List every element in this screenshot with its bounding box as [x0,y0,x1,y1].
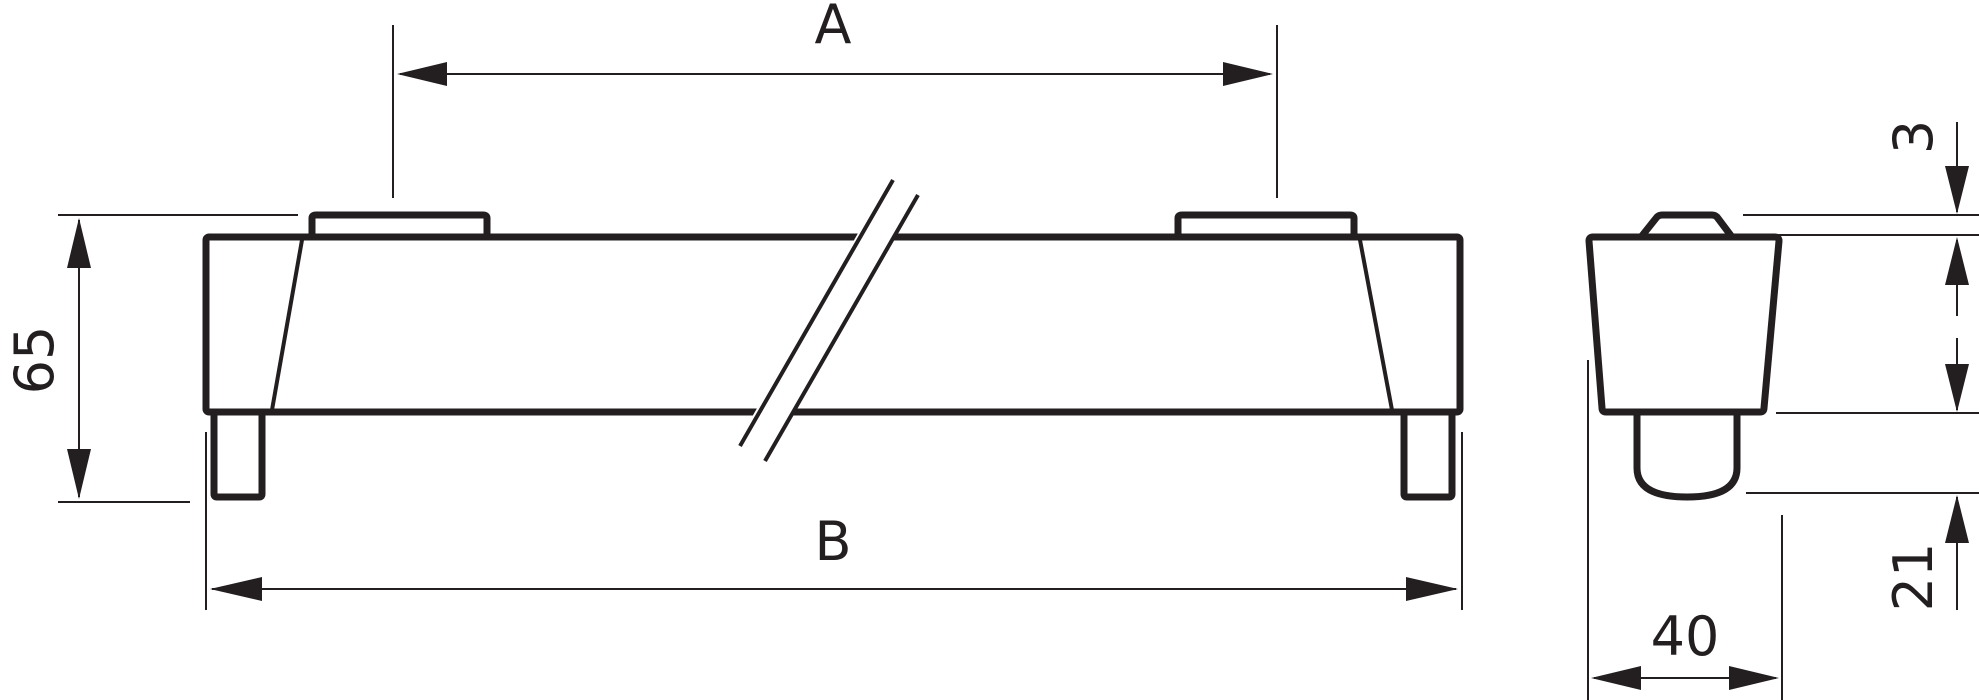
dimension-clip-height: 3 [1882,120,1969,316]
right-mounting-clip [1174,211,1358,241]
dimension-width: 40 [1587,360,1783,700]
dimension-width-label: 40 [1651,605,1720,668]
dimension-height-label: 65 [3,326,66,395]
side-body-profile [1585,233,1783,416]
right-end-pin [1400,404,1456,501]
dimension-width-arrow-right [1729,666,1779,690]
side-view [1585,211,1783,501]
dimension-pin-label: 21 [1882,543,1945,612]
side-pin-profile [1633,406,1741,501]
break-gap [737,176,918,462]
dimension-clip-arrow-down [1945,166,1969,214]
dimension-b-arrow-right [1406,577,1458,601]
front-view [202,176,1464,501]
left-end-cap-line [270,239,304,411]
dimension-pin-arrow-down [1945,364,1969,412]
dimension-a-arrow-left [397,62,447,86]
dimension-height: 65 [3,214,298,503]
dimension-pin-arrow-up [1945,495,1969,543]
left-mounting-clip [308,211,491,241]
dimension-width-arrow-left [1591,666,1641,690]
dimension-pin-height: 21 [1882,338,1969,611]
side-extension-lines [1743,214,1979,494]
dimension-a-label: A [815,0,852,56]
dimension-b-label: B [814,510,851,573]
dimension-clip-arrow-up [1945,237,1969,285]
break-slash-right [763,194,920,462]
dimension-clip-label: 3 [1882,120,1945,154]
dimension-height-arrow-bottom [67,449,91,499]
dimension-b: B [205,432,1463,610]
dimension-height-arrow-top [67,218,91,268]
dimension-b-arrow-left [210,577,262,601]
left-end-pin [210,404,266,501]
dimension-a-arrow-right [1223,62,1273,86]
break-slash-left [738,179,895,447]
side-top-clip [1637,211,1736,241]
dimension-a: A [392,0,1278,198]
right-end-cap-line [1358,239,1394,411]
